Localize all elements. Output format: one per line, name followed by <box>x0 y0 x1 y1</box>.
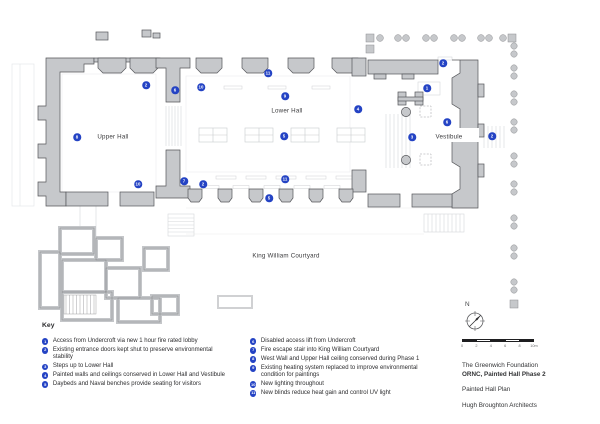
key-item-text-7: Fire escape stair into King William Cour… <box>260 346 380 353</box>
key-badge-3: 3 <box>42 363 49 370</box>
project-title: ORNC, Painted Hall Phase 2 <box>462 370 546 378</box>
key-item-text-6: Disabled access lift from Undercroft <box>260 338 356 344</box>
north-indicator: N <box>462 301 594 335</box>
plan-marker-10: 10 <box>197 83 205 91</box>
key-badge-5: 5 <box>42 381 49 388</box>
key-badge-7: 7 <box>250 347 257 354</box>
plan-marker-11: 11 <box>264 69 272 77</box>
scale-segment <box>476 339 491 343</box>
plan-marker-5: 5 <box>265 194 273 202</box>
plan-marker-4: 4 <box>354 105 362 113</box>
scale-bar: 0 2 4 6 8 10m <box>460 339 538 351</box>
key-badge-6: 6 <box>250 338 257 345</box>
key-item-text-1: Access from Undercroft via new 1 hour fi… <box>52 338 198 344</box>
king-william-stair <box>63 294 97 315</box>
plan-marker-10: 10 <box>134 180 142 188</box>
plan-marker-9: 9 <box>281 92 289 100</box>
key-item-text-10: New lighting throughout <box>260 380 324 387</box>
client-name: The Greenwich Foundation <box>462 362 538 369</box>
plan-marker-11: 11 <box>281 175 289 183</box>
key-badge-10: 10 <box>250 381 257 388</box>
plan-marker-5: 5 <box>280 132 288 140</box>
title-block: N 0 2 4 6 8 10m The Greenwich Foundation ORNC… <box>460 301 594 410</box>
king-william-outlines <box>39 227 179 323</box>
scale-tick: 6 <box>504 344 507 348</box>
east-entrance-gap <box>451 128 479 142</box>
scale-segment <box>519 339 534 343</box>
key-badge-8: 8 <box>250 356 257 363</box>
detached-pillars <box>365 33 519 309</box>
plan-marker-8: 8 <box>73 133 81 141</box>
plan-label-king-william-courtyard: King William Courtyard <box>252 252 320 260</box>
king-william-block <box>38 226 180 324</box>
plan-marker-2: 2 <box>439 59 447 67</box>
scale-segment <box>462 339 477 343</box>
plan-label-lower-hall: Lower Hall <box>271 107 303 115</box>
key-item-text-2: Existing entrance doors kept shut to pre… <box>52 346 213 361</box>
key-item-text-4: Painted walls and ceilings conserved in … <box>52 372 225 379</box>
plan-marker-2: 2 <box>488 132 496 140</box>
scale-tick: 4 <box>489 344 492 348</box>
key-item-text-11: New blinds reduce heat gain and control … <box>260 389 391 396</box>
wall-shapes <box>37 29 485 209</box>
plan-label-upper-hall: Upper Hall <box>97 133 129 141</box>
scale-tick: 0 <box>460 344 464 348</box>
scale-tick: 8 <box>518 344 521 348</box>
plan-marker-1: 1 <box>423 84 431 92</box>
drawing-title: Painted Hall Plan <box>462 386 511 393</box>
plan-marker-2: 2 <box>199 180 207 188</box>
dashed-service-squares <box>419 105 432 166</box>
key-item-text-3: Steps up to Lower Hall <box>52 363 114 370</box>
key-badge-11: 11 <box>250 390 257 397</box>
scale-tick: 2 <box>475 344 478 348</box>
scale-segment <box>505 339 520 343</box>
plan-marker-7: 7 <box>180 177 188 185</box>
key-badge-9: 9 <box>250 365 257 372</box>
key-badge-2: 2 <box>42 347 49 354</box>
plan-marker-6: 6 <box>171 86 179 94</box>
plan-marker-2: 2 <box>142 81 150 89</box>
key-badge-1: 1 <box>42 338 49 345</box>
key-item-text-8: West Wall and Upper Hall ceiling conserv… <box>260 355 420 362</box>
key-badge-4: 4 <box>42 372 49 379</box>
architect-name: Hugh Broughton Architects <box>462 401 537 409</box>
scale-segment <box>490 339 506 343</box>
plan-marker-6: 6 <box>443 118 451 126</box>
courtyard-wall-fragment <box>217 295 253 309</box>
key-item-text-9: Existing heating system replaced to impr… <box>260 364 418 379</box>
key-item-text-5: Daybeds and Naval benches provide seatin… <box>52 380 201 387</box>
plan-label-vestibule: Vestibule <box>435 133 463 141</box>
bench-blocks <box>198 127 366 143</box>
north-label: N <box>465 301 470 308</box>
plan-marker-3: 3 <box>408 133 416 141</box>
west-terrace <box>11 63 35 207</box>
north-arrow-icon <box>465 311 485 331</box>
key-title: Key <box>42 322 55 329</box>
scale-tick: 10m <box>530 344 538 348</box>
title-block-text: The Greenwich Foundation ORNC, Painted H… <box>462 362 594 410</box>
